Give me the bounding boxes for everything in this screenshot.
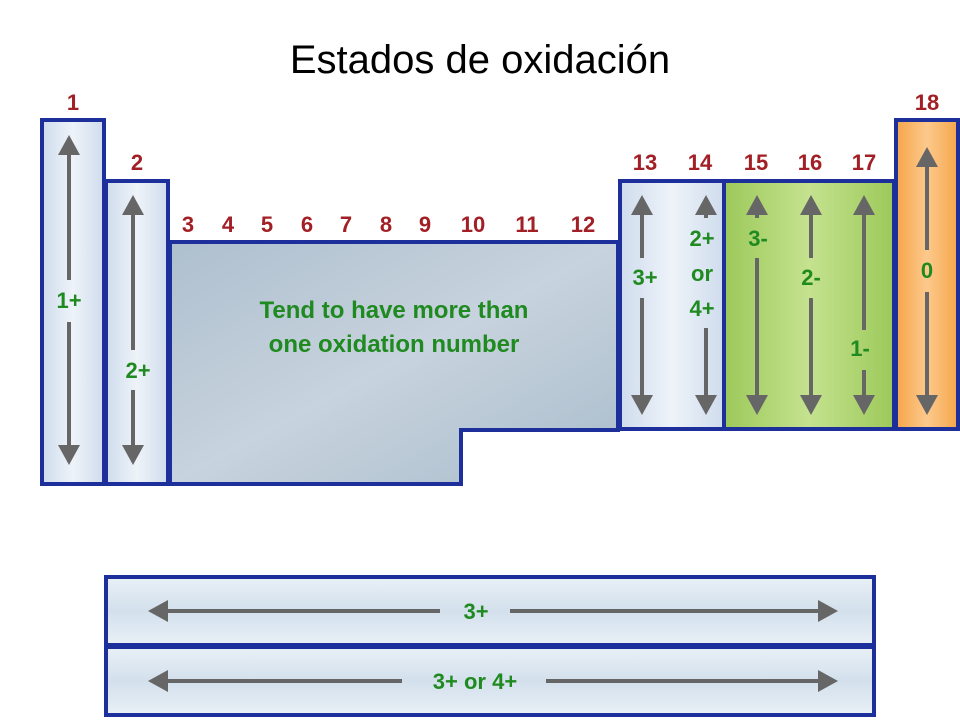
group-number-9: 9 [419, 212, 431, 237]
group-number-5: 5 [261, 212, 273, 237]
group-17-arrow [853, 195, 875, 415]
group-16-arrow [800, 195, 822, 415]
group-2-arrow [122, 195, 144, 465]
group-14-state-line2: or [691, 261, 713, 286]
group-14-state-line3: 4+ [689, 296, 714, 321]
group-16-state: 2- [801, 265, 821, 290]
actinides-arrow [148, 670, 838, 692]
group-number-3: 3 [182, 212, 194, 237]
group-1-arrow [58, 135, 80, 465]
group-2-block [104, 179, 170, 486]
group-number-2: 2 [131, 150, 143, 175]
page-title: Estados de oxidación [289, 38, 671, 82]
group-1-block [40, 118, 106, 486]
group-13-arrow [631, 195, 653, 415]
group-number-6: 6 [301, 212, 313, 237]
group-1-state: 1+ [56, 288, 81, 313]
transition-note-line2: one oxidation number [269, 331, 520, 358]
group-14-state-line1: 2+ [689, 226, 714, 251]
group-number-13: 13 [633, 150, 657, 175]
group-number-11: 11 [515, 212, 538, 237]
transition-metals-block [168, 240, 620, 486]
group-number-14: 14 [688, 150, 713, 175]
group-number-17: 17 [852, 150, 876, 175]
group-15-arrow [746, 195, 768, 415]
group-2-state: 2+ [125, 358, 150, 383]
group-18-state: 0 [921, 258, 933, 283]
group-18-arrow [916, 147, 938, 415]
group-number-7: 7 [340, 212, 352, 237]
lanthanides-arrow [148, 600, 838, 622]
group-17-state: 1- [850, 336, 870, 361]
group-number-1: 1 [67, 90, 79, 115]
group-number-10: 10 [461, 212, 485, 237]
group-15-state: 3- [748, 226, 768, 251]
group-number-4: 4 [222, 212, 235, 237]
group-number-15: 15 [744, 150, 768, 175]
transition-note-line1: Tend to have more than [260, 297, 529, 324]
group-number-12: 12 [571, 212, 595, 237]
group-13-state: 3+ [632, 265, 657, 290]
group-14-arrow [695, 195, 717, 415]
actinides-state: 3+ or 4+ [433, 669, 517, 694]
lanthanides-state: 3+ [463, 599, 488, 624]
group-number-16: 16 [798, 150, 822, 175]
group-number-18: 18 [915, 90, 939, 115]
group-number-8: 8 [380, 212, 392, 237]
